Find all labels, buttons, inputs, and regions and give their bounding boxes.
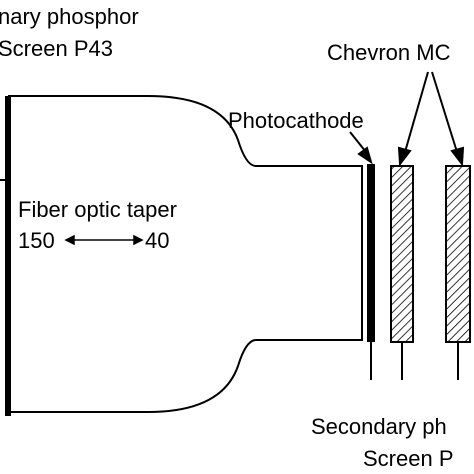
primary-phosphor-label-line2: Screen P43 — [0, 36, 113, 61]
fiber-optic-taper-outline — [8, 95, 363, 413]
photocathode-arrow — [349, 131, 373, 165]
taper-ratio-right: 40 — [145, 228, 169, 253]
taper-ratio-arrow — [64, 234, 144, 246]
secondary-phosphor-label-line1: Secondary ph — [311, 414, 447, 439]
mcp-plate-2 — [445, 165, 471, 343]
mcp-plate-1 — [390, 165, 414, 343]
secondary-phosphor-label-line2: Screen P — [363, 446, 454, 471]
chevron-arrows — [397, 71, 465, 167]
taper-ratio-left: 150 — [18, 228, 55, 253]
fiber-optic-taper-label: Fiber optic taper — [18, 197, 177, 222]
primary-phosphor-screen — [5, 96, 11, 416]
photocathode-label: Photocathode — [228, 108, 364, 133]
primary-phosphor-label-line1: nary phosphor — [0, 4, 139, 29]
chevron-mcp-label: Chevron MC — [327, 40, 451, 65]
photocathode-plate — [367, 164, 375, 342]
